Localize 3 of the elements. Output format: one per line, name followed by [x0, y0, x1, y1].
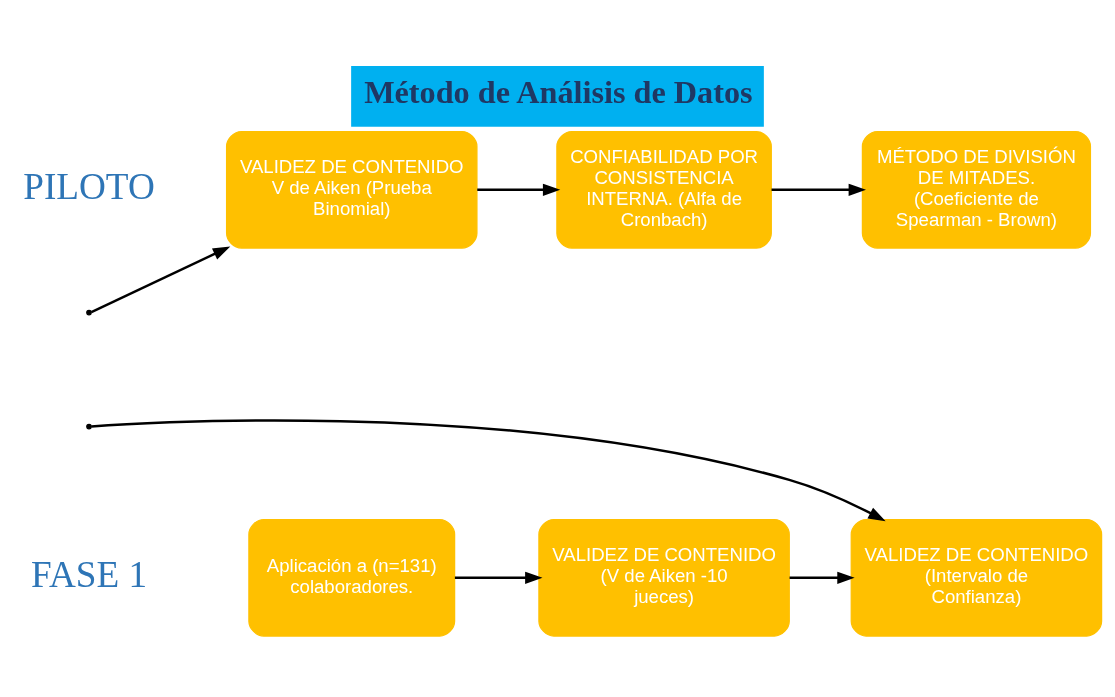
label: PILOTO — [23, 166, 155, 208]
diagram-title: Método de Análisis de Datos — [364, 74, 753, 111]
label: FASE 1 — [30, 554, 148, 596]
